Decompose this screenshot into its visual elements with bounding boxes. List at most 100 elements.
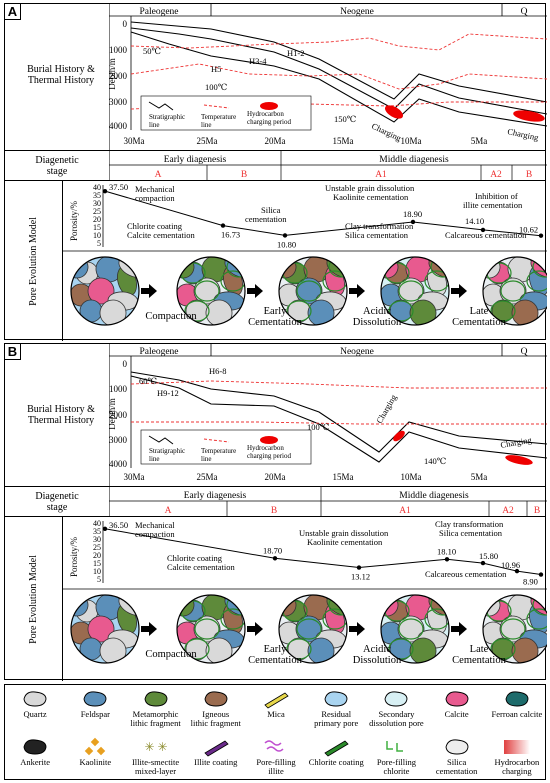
legend-item: Mica [246,687,306,719]
legend-strat-a: Stratigraphic [149,113,185,121]
porosity-chart-b: Porosity/% 40 35 30 25 20 15 10 5 36.501… [63,519,547,666]
svg-text:compaction: compaction [135,529,175,539]
temp-label-b-1: 100℃ [307,422,329,432]
svg-text:Kaolinite cementation: Kaolinite cementation [333,192,409,202]
legend-item: Residual primary pore [306,687,366,728]
porosity-point [220,223,226,228]
legend-item: Pore-filling chlorite [366,735,426,776]
arrow-icon [247,622,263,636]
legend-label: Pore-filling illite [256,757,296,776]
legend-label: Residual primary pore [314,709,359,728]
porosity-point [514,568,520,574]
note-a-5: Inhibition of [475,191,518,201]
legend-label: Igneous lithic fragment [190,709,241,728]
arrow-icon [349,622,365,636]
porosity-point [102,526,108,531]
stage-a-0: A [155,170,162,180]
xtick-b-1: 25Ma [197,472,218,482]
svg-text:Silica cementation: Silica cementation [439,528,503,538]
ytick-a-3: 3000 [109,97,128,107]
grain-circle-4 [483,257,547,325]
grain-circle-3 [381,595,449,663]
note-a-1: Chlorite coating [127,221,183,231]
ptick-a-4: 20 [93,215,101,224]
ytick-b-0: 0 [123,359,128,369]
legend-hc-a: Hydrocarbon [247,110,284,118]
step-label: Dissolution [353,317,402,328]
panel-b: B Burial History & Thermal History Paleo… [4,343,547,681]
horizon-label-a-1: H3-4 [249,56,267,66]
legend-label: Mica [267,709,285,719]
legend-label: Chlorite coating [308,757,364,767]
grain-circle-1 [177,595,245,663]
svg-text:Calcite cementation: Calcite cementation [167,562,235,572]
porosity-value-label: 37.50 [109,182,128,192]
charging-ellipse-a-1 [513,110,545,122]
illite-coating-icon [204,740,229,757]
step-label: Acidic [363,306,391,317]
arrow-icon [349,284,365,298]
legend-temp-b: Temperature [201,447,236,455]
ptick-b-1: 35 [93,527,101,536]
legend-item: Igneous lithic fragment [186,687,246,728]
ptick-a-2: 30 [93,199,101,208]
svg-text:charging period: charging period [247,452,291,460]
charging-label-a-0: Charging [370,121,403,144]
grain-circle-2 [279,595,347,663]
porosity-chart-a: Porosity/% 40 35 30 25 20 15 10 5 37.501… [63,182,547,328]
panel-a: A Burial History & Thermal History Paleo… [4,3,547,341]
era-q-b: Q [521,347,528,357]
illite-smectite-icon: ✳ ✳ [144,740,167,754]
charging-ellipse-b-0 [393,430,405,442]
diag-label-a: Diagenetic stage [35,155,79,177]
step-label: Early [264,306,287,317]
hydrocarbon-icon [503,740,530,754]
note-b-0: Mechanical [135,520,175,530]
xtick-b-5: 5Ma [471,472,488,482]
legend-item: Chlorite coating [306,735,366,767]
legend-temp-a: Temperature [201,113,236,121]
middle-diag-b: Middle diagenesis [399,491,469,501]
xtick-a-1: 25Ma [197,136,218,146]
silica-icon [445,739,469,755]
grain-circle-0 [71,257,139,325]
legend-label: Illite-smectite mixed-layer [131,757,180,776]
note-a-3: Unstable grain dissolution [325,183,415,193]
svg-text:✳ ✳: ✳ ✳ [144,740,167,754]
stage-b-4: B [534,506,540,516]
step-label: Cementation [452,317,506,328]
stage-b-2: A1 [399,506,411,516]
step-label: Compaction [145,311,197,322]
kaolinite-icon [85,737,106,756]
temp-label-a-0: 50℃ [143,46,161,56]
pore-row-a: Pore Evolution Model Porosity/% 40 35 30… [5,180,547,341]
note-b-4: Calcareous cementation [425,569,507,579]
era-paleogene-a: Paleogene [139,7,178,17]
legend-label: Illite coating [194,757,238,767]
porosity-point [480,560,486,566]
svg-text:line: line [201,455,212,463]
horizon-label-b-1: H9-12 [157,388,179,398]
legend-item: Pore-filling illite [246,735,306,776]
svg-text:Kaolinite cementation: Kaolinite cementation [307,537,383,547]
pore-row-b: Pore Evolution Model Porosity/% 40 35 30… [5,516,547,681]
horizon-label-a-2: H5 [211,64,221,74]
charging-ellipse-b-1 [505,455,533,465]
legend-label: Ankerite [20,757,50,767]
stage-a-4: B [526,170,532,180]
porosity-value-label: 15.80 [479,551,498,561]
charging-ellipse-a-0 [384,105,404,119]
legend-strat-b: Stratigraphic [149,447,185,455]
ptick-a-1: 35 [93,191,101,200]
step-label: Cementation [452,655,506,666]
early-diag-b: Early diagenesis [184,491,247,501]
porosity-value-label: 10.62 [519,225,538,235]
stage-b-0: A [165,506,172,516]
note-a-2: Silica [261,205,281,215]
chlorite-coating-icon [324,740,349,757]
stage-b-3: A2 [502,506,514,516]
legend-item: Ankerite [5,735,65,767]
porosity-point [444,557,450,562]
svg-text:line: line [149,455,160,463]
legend-label: Hydrocarbon charging [494,757,540,776]
